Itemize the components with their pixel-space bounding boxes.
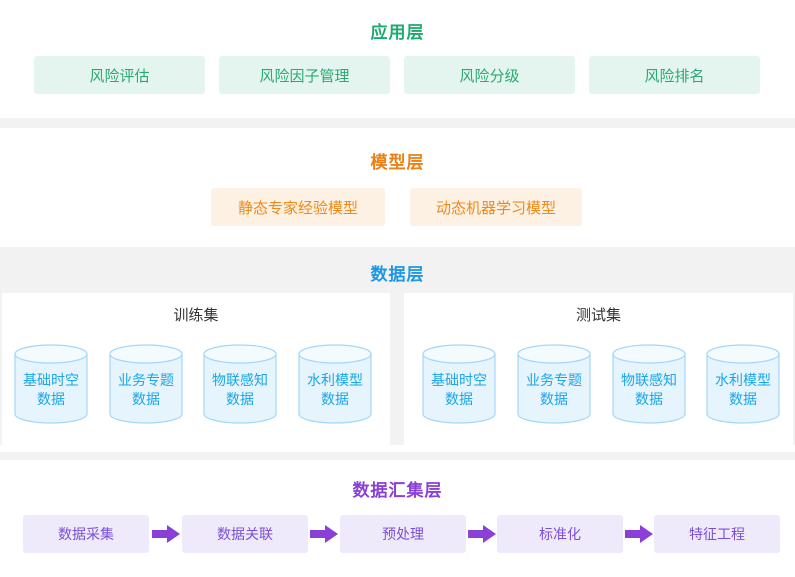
db-label-line2: 数据 (132, 392, 160, 408)
step-data-collection[interactable]: 数据采集 (23, 515, 149, 553)
arrow-right-icon (310, 525, 338, 543)
db-label-line1: 业务专题 (118, 373, 174, 389)
db-label-line1: 物联感知 (621, 373, 677, 389)
db-label-line2: 数据 (226, 392, 254, 408)
application-layer-title: 应用层 (370, 23, 425, 43)
db-label-line2: 数据 (321, 392, 349, 408)
db-label-line1: 基础时空 (431, 373, 487, 389)
aggregation-layer-title: 数据汇集层 (352, 481, 443, 501)
training-set-title: 训练集 (173, 306, 219, 324)
app-item-risk-grading[interactable]: 风险分级 (404, 56, 575, 94)
arrow-right-icon (625, 525, 653, 543)
step-preprocessing[interactable]: 预处理 (340, 515, 466, 553)
db-cylinder: 水利模型数据 (298, 344, 372, 424)
db-label-line1: 水利模型 (307, 373, 363, 389)
db-cylinder: 业务专题数据 (109, 344, 183, 424)
database-icon (706, 344, 780, 424)
db-cylinder: 基础时空数据 (422, 344, 496, 424)
layer-divider (0, 118, 795, 128)
model-item-static-expert[interactable]: 静态专家经验模型 (211, 188, 385, 226)
db-label-line2: 数据 (37, 392, 65, 408)
arrow-right-icon (468, 525, 496, 543)
database-icon (298, 344, 372, 424)
database-icon (109, 344, 183, 424)
step-feature-engineering[interactable]: 特征工程 (654, 515, 780, 553)
model-item-dynamic-ml[interactable]: 动态机器学习模型 (410, 188, 582, 226)
app-item-risk-factor-management[interactable]: 风险因子管理 (219, 56, 390, 94)
db-label-line2: 数据 (540, 392, 568, 408)
database-icon (14, 344, 88, 424)
db-label-line2: 数据 (729, 392, 757, 408)
db-label-line1: 水利模型 (715, 373, 771, 389)
app-item-risk-assessment[interactable]: 风险评估 (34, 56, 205, 94)
db-label-line1: 物联感知 (212, 373, 268, 389)
layer-divider (0, 452, 795, 460)
db-label-line2: 数据 (635, 392, 663, 408)
model-layer-title: 模型层 (370, 153, 425, 173)
database-icon (517, 344, 591, 424)
db-cylinder: 物联感知数据 (612, 344, 686, 424)
db-cylinder: 基础时空数据 (14, 344, 88, 424)
db-label-line1: 基础时空 (23, 373, 79, 389)
arrow-right-icon (152, 525, 180, 543)
testing-set-title: 测试集 (575, 306, 621, 324)
database-icon (422, 344, 496, 424)
database-icon (612, 344, 686, 424)
database-icon (203, 344, 277, 424)
data-layer-title: 数据层 (370, 265, 425, 285)
db-cylinder: 水利模型数据 (706, 344, 780, 424)
step-standardization[interactable]: 标准化 (497, 515, 623, 553)
db-label-line2: 数据 (445, 392, 473, 408)
db-cylinder: 物联感知数据 (203, 344, 277, 424)
app-item-risk-ranking[interactable]: 风险排名 (589, 56, 760, 94)
db-label-line1: 业务专题 (526, 373, 582, 389)
db-cylinder: 业务专题数据 (517, 344, 591, 424)
step-data-association[interactable]: 数据关联 (182, 515, 308, 553)
